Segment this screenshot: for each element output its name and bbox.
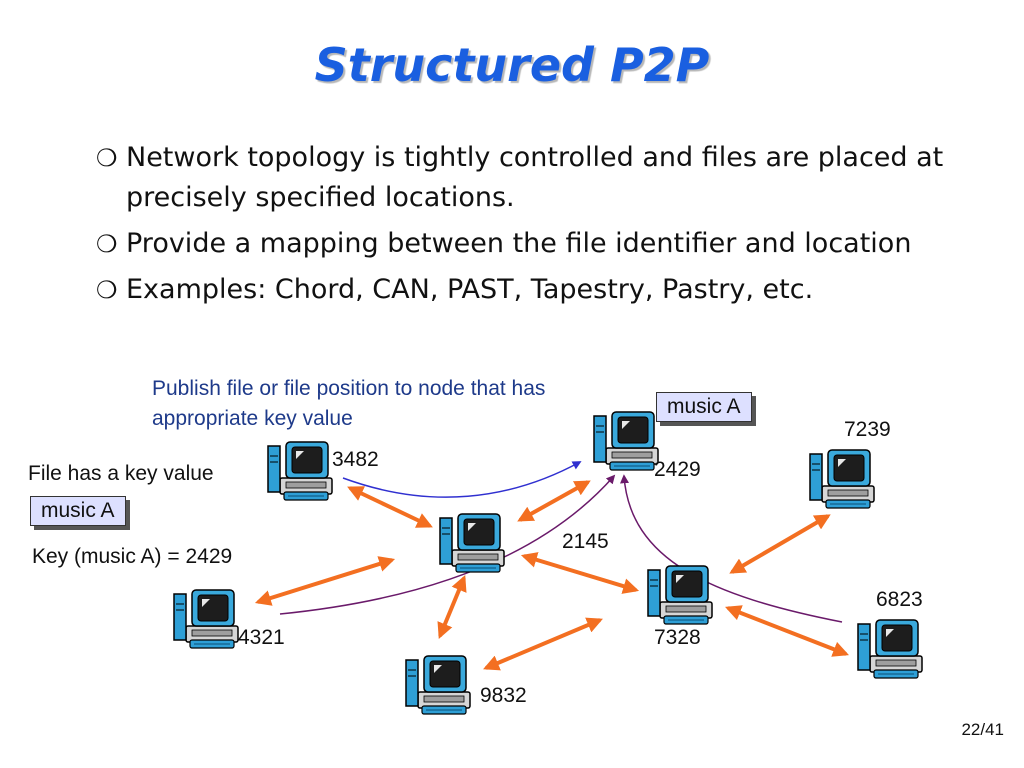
computer-icon-6823: [857, 619, 923, 679]
slide-title: Structured P2P: [314, 38, 710, 92]
link-arrow: [729, 514, 831, 574]
bullet-marker-icon: ❍: [96, 276, 118, 304]
bullet-item: ❍ Network topology is tightly controlled…: [96, 138, 996, 218]
bullet-text: Examples: Chord, CAN, PAST, Tapestry, Pa…: [126, 274, 814, 305]
publish-arrow: [342, 461, 582, 498]
page-number: 22/41: [961, 720, 1004, 739]
link-arrow: [520, 552, 640, 594]
music-a-tag-top: music A: [656, 392, 752, 422]
node-label-9832: 9832: [480, 684, 527, 707]
computer-icon-4321: [173, 589, 239, 649]
link-arrow: [725, 605, 849, 657]
link-arrow: [483, 617, 603, 671]
bullet-item: ❍ Provide a mapping between the file ide…: [96, 224, 996, 264]
node-label-3482: 3482: [332, 448, 379, 471]
bullet-marker-icon: ❍: [96, 144, 118, 172]
computer-icon-2145: [439, 513, 505, 573]
music-a-tag-left: music A: [30, 496, 126, 526]
link-arrow: [347, 486, 433, 528]
publish-caption: Publish file or file position to node th…: [152, 377, 546, 430]
bullet-text: Network topology is tightly controlled a…: [126, 142, 944, 213]
computer-icon-9832: [405, 655, 471, 715]
node-label-4321: 4321: [238, 626, 285, 649]
file-key-label: File has a key value: [28, 462, 214, 485]
bullet-marker-icon: ❍: [96, 230, 118, 258]
link-arrow: [254, 556, 396, 606]
computer-icon-3482: [267, 441, 333, 501]
node-label-6823: 6823: [876, 588, 923, 611]
node-label-7328: 7328: [654, 626, 701, 649]
node-label-7239: 7239: [844, 418, 891, 441]
bullet-list: ❍ Network topology is tightly controlled…: [96, 138, 996, 316]
node-label-2429: 2429: [654, 458, 701, 481]
key-formula-label: Key (music A) = 2429: [32, 545, 233, 568]
bullet-text: Provide a mapping between the file ident…: [126, 228, 912, 259]
link-arrow: [437, 575, 467, 639]
bullet-item: ❍ Examples: Chord, CAN, PAST, Tapestry, …: [96, 270, 996, 310]
link-arrow: [517, 480, 591, 522]
computer-icon-7328: [647, 565, 713, 625]
computer-icon-7239: [809, 449, 875, 509]
node-label-2145: 2145: [562, 530, 609, 553]
